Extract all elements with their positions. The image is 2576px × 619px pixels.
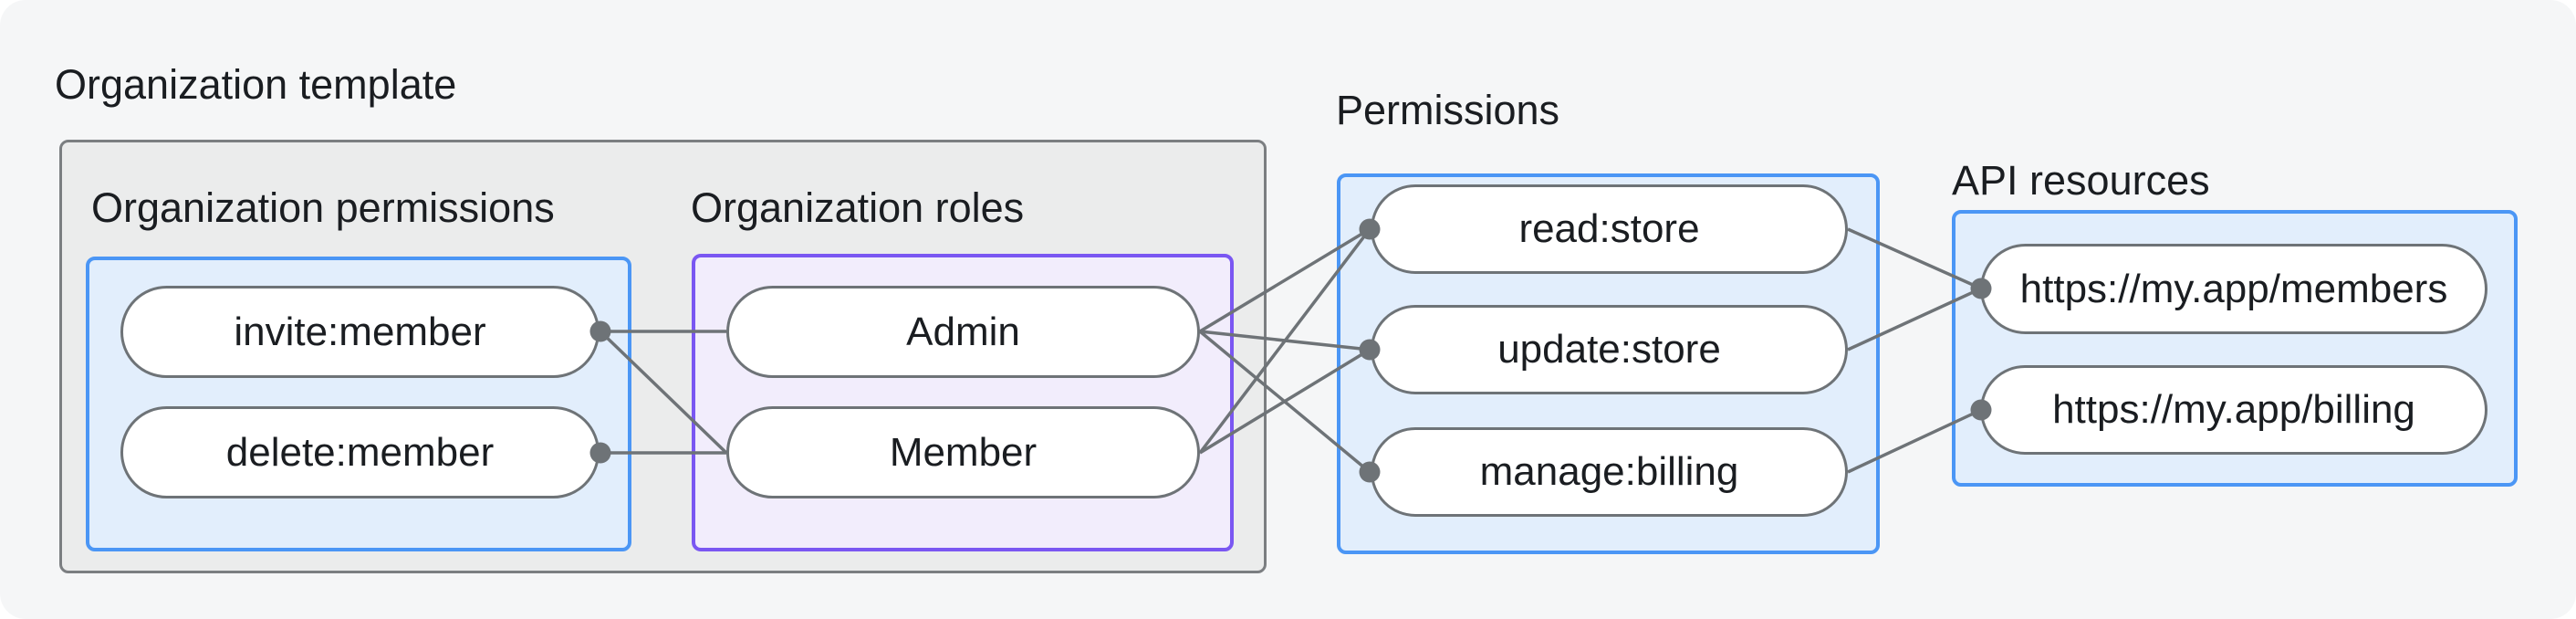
permissions-label: Permissions: [1336, 87, 1560, 133]
api-resources-label: API resources: [1952, 157, 2210, 204]
node-read-store: read:store: [1371, 184, 1848, 274]
organization-permissions-label: Organization permissions: [91, 184, 555, 231]
node-delete-member: delete:member: [120, 406, 600, 498]
node-update-store: update:store: [1371, 305, 1848, 394]
node-manage-billing: manage:billing: [1371, 427, 1848, 517]
node-member-role: Member: [726, 406, 1200, 498]
organization-template-label: Organization template: [55, 61, 457, 108]
node-invite-member: invite:member: [120, 286, 600, 378]
organization-roles-label: Organization roles: [691, 184, 1025, 231]
node-admin-role: Admin: [726, 286, 1200, 378]
node-api-billing: https://my.app/billing: [1980, 365, 2487, 455]
node-api-members: https://my.app/members: [1980, 244, 2487, 334]
